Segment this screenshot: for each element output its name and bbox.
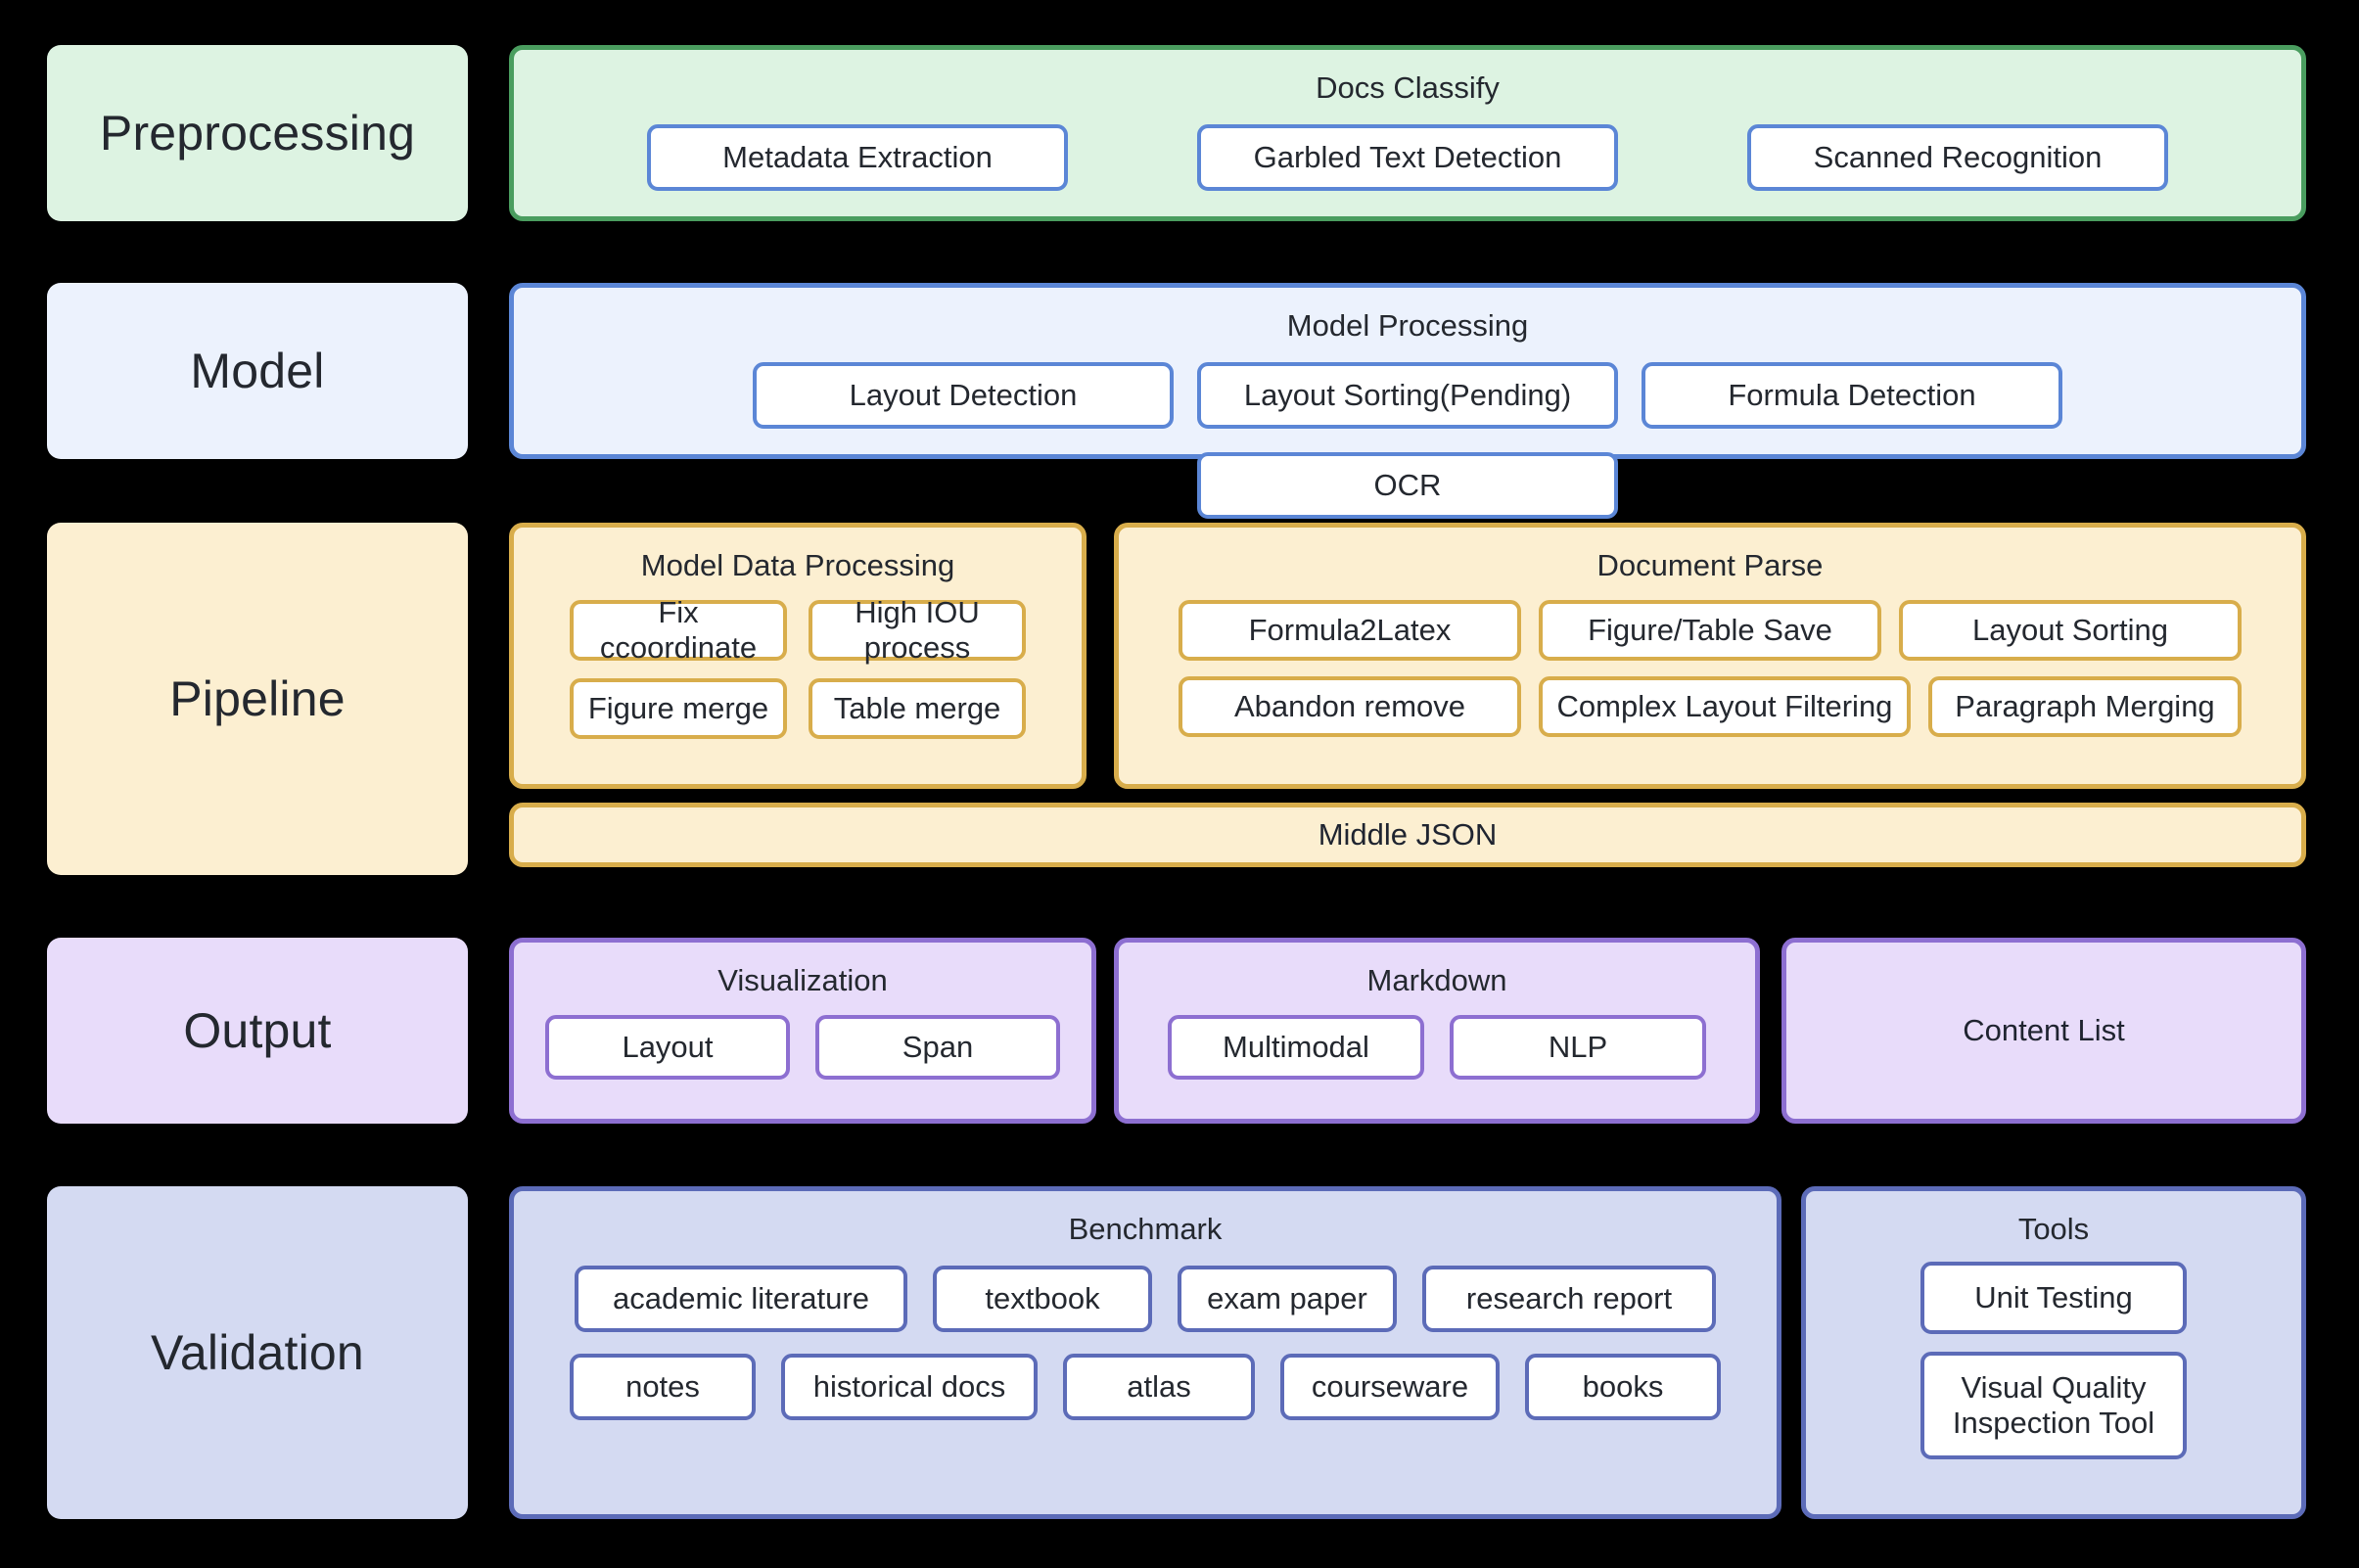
chip-table-merge[interactable]: Table merge <box>809 678 1026 739</box>
chip-row-markdown: Multimodal NLP <box>1119 1015 1755 1080</box>
chip-paragraph-merging[interactable]: Paragraph Merging <box>1928 676 2242 737</box>
chip-row-docs-classify: Metadata Extraction Garbled Text Detecti… <box>514 124 2301 191</box>
chip-layout-sorting-pending[interactable]: Layout Sorting(Pending) <box>1197 362 1618 429</box>
group-title-document-parse: Document Parse <box>1596 548 1824 582</box>
chip-courseware[interactable]: courseware <box>1280 1354 1500 1420</box>
group-docs-classify: Docs Classify Metadata Extraction Garble… <box>509 45 2306 221</box>
chip-exam-paper[interactable]: exam paper <box>1178 1266 1397 1332</box>
chip-visual-quality-inspection-tool[interactable]: Visual Quality Inspection Tool <box>1920 1352 2187 1459</box>
group-model-processing: Model Processing Layout Detection Layout… <box>509 283 2306 519</box>
chip-garbled-text-detection[interactable]: Garbled Text Detection <box>1197 124 1618 191</box>
group-title-benchmark: Benchmark <box>1068 1212 1223 1246</box>
chip-ocr[interactable]: OCR <box>1197 452 1618 519</box>
chip-row-benchmark: academic literature textbook exam paper … <box>514 1266 1777 1420</box>
chip-row-model-processing: Layout Detection Layout Sorting(Pending)… <box>514 362 2301 519</box>
chip-row-model-data-processing: Fix ccoordinate High IOU process Figure … <box>514 595 1082 739</box>
group-markdown: Markdown Multimodal NLP <box>1114 938 1760 1124</box>
chip-span[interactable]: Span <box>815 1015 1060 1080</box>
chip-figure-table-save[interactable]: Figure/Table Save <box>1539 600 1881 661</box>
chip-books[interactable]: books <box>1525 1354 1721 1420</box>
chip-historical-docs[interactable]: historical docs <box>781 1354 1038 1420</box>
chip-figure-merge[interactable]: Figure merge <box>570 678 787 739</box>
chip-row-visualization: Layout Span <box>514 1015 1091 1080</box>
group-benchmark: Benchmark academic literature textbook e… <box>509 1186 1781 1519</box>
chip-formula-detection[interactable]: Formula Detection <box>1642 362 2062 429</box>
chip-research-report[interactable]: research report <box>1422 1266 1716 1332</box>
chip-unit-testing[interactable]: Unit Testing <box>1920 1262 2187 1334</box>
chip-layout-sorting[interactable]: Layout Sorting <box>1899 600 2242 661</box>
group-title-model-processing: Model Processing <box>1286 308 1529 343</box>
group-document-parse: Document Parse Formula2Latex Figure/Tabl… <box>1114 523 2306 789</box>
chip-row-document-parse: Formula2Latex Figure/Table Save Layout S… <box>1119 600 2301 737</box>
stage-label-output: Output <box>47 938 468 1124</box>
group-title-docs-classify: Docs Classify <box>1316 70 1500 105</box>
group-model-data-processing: Model Data Processing Fix ccoordinate Hi… <box>509 523 1087 789</box>
chip-notes[interactable]: notes <box>570 1354 756 1420</box>
group-title-tools: Tools <box>2017 1212 2090 1246</box>
bar-middle-json-label: Middle JSON <box>1318 817 1498 852</box>
chip-scanned-recognition[interactable]: Scanned Recognition <box>1747 124 2168 191</box>
chip-atlas[interactable]: atlas <box>1063 1354 1255 1420</box>
chip-multimodal[interactable]: Multimodal <box>1168 1015 1424 1080</box>
chip-row-tools: Unit Testing Visual Quality Inspection T… <box>1806 1262 2301 1459</box>
group-visualization: Visualization Layout Span <box>509 938 1096 1124</box>
chip-layout-detection[interactable]: Layout Detection <box>753 362 1174 429</box>
chip-fix-ccoordinate[interactable]: Fix ccoordinate <box>570 595 787 665</box>
chip-textbook[interactable]: textbook <box>933 1266 1152 1332</box>
group-title-model-data-processing: Model Data Processing <box>640 548 955 582</box>
stage-label-validation: Validation <box>47 1186 468 1519</box>
chip-metadata-extraction[interactable]: Metadata Extraction <box>647 124 1068 191</box>
group-title-visualization: Visualization <box>717 963 888 997</box>
chip-abandon-remove[interactable]: Abandon remove <box>1179 676 1521 737</box>
chip-complex-layout-filtering[interactable]: Complex Layout Filtering <box>1539 676 1911 737</box>
stage-label-model: Model <box>47 283 468 459</box>
group-tools: Tools Unit Testing Visual Quality Inspec… <box>1801 1186 2306 1519</box>
stage-label-pipeline: Pipeline <box>47 523 468 875</box>
group-content-list: Content List <box>1781 938 2306 1124</box>
group-title-markdown: Markdown <box>1366 963 1507 997</box>
chip-layout[interactable]: Layout <box>545 1015 790 1080</box>
chip-high-iou-process[interactable]: High IOU process <box>809 595 1026 665</box>
stage-label-preprocessing: Preprocessing <box>47 45 468 221</box>
chip-academic-literature[interactable]: academic literature <box>575 1266 907 1332</box>
chip-nlp[interactable]: NLP <box>1450 1015 1706 1080</box>
bar-middle-json: Middle JSON <box>509 803 2306 867</box>
group-title-content-list: Content List <box>1963 1013 2125 1047</box>
chip-formula2latex[interactable]: Formula2Latex <box>1179 600 1521 661</box>
